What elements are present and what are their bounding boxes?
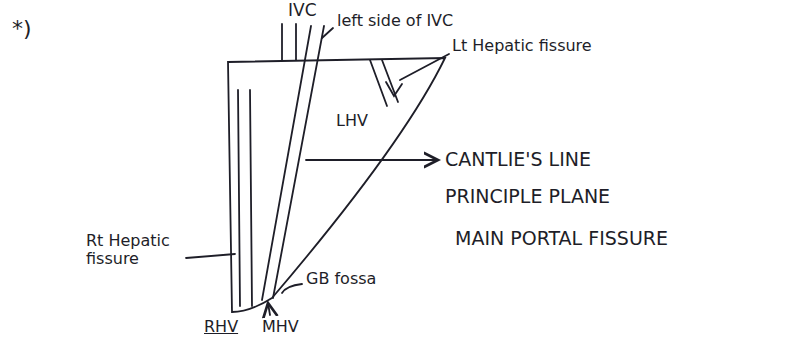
liver-outline <box>228 58 445 312</box>
ivc-wall <box>295 24 297 60</box>
leader-line <box>322 28 333 38</box>
text-label: IVC <box>288 1 317 21</box>
text-label: GB fossa <box>306 270 376 288</box>
leader-line <box>282 284 302 293</box>
text-label: LHV <box>336 112 368 130</box>
rhv-line <box>250 90 252 306</box>
text-label: PRINCIPLE PLANE <box>445 186 610 208</box>
rhv-line <box>238 90 240 306</box>
mhv-line <box>262 26 311 300</box>
text-label: left side of IVC <box>337 12 453 30</box>
text-label: MHV <box>262 318 299 336</box>
mhv-line <box>273 26 324 298</box>
leader-arrow <box>306 159 438 161</box>
text-label: Rt Hepatic fissure <box>86 232 190 269</box>
leader-line <box>400 54 449 80</box>
text-label: RHV <box>204 318 238 336</box>
text-label: CANTLIE'S LINE <box>445 149 591 171</box>
text-label: MAIN PORTAL FISSURE <box>455 228 668 250</box>
leader-arrow <box>268 303 270 315</box>
text-label: *) <box>12 16 32 41</box>
leader-line <box>186 254 235 258</box>
lhv-mark <box>386 82 402 96</box>
text-label: Lt Hepatic fissure <box>452 37 592 55</box>
lhv-line <box>382 60 398 102</box>
ivc-wall <box>281 24 283 60</box>
